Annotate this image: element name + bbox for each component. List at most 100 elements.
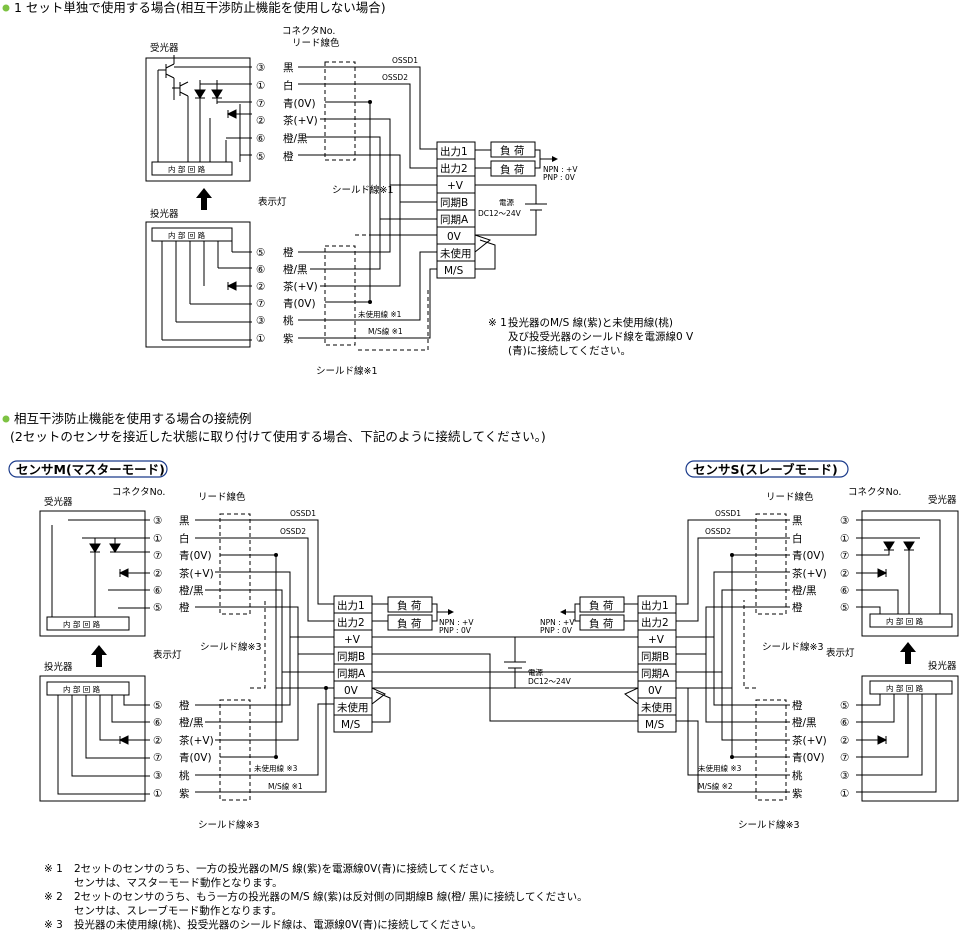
terminal-label: 未使用 [641,701,673,714]
terminal-label: +V [648,634,665,646]
shield-label: シールド線※3 [200,641,262,653]
rx-wire-rows: ③ 黒 ① 白 ⑦ 青(0V) ② 茶(+V) ⑥ 橙/黒 ⑤ 橙 [256,62,318,163]
wire-color: 茶(+V) [792,734,827,747]
terminal-label: 出力2 [641,616,669,629]
npn-label: NPN : +V [540,618,575,627]
wire-color: 橙/黒 [179,716,204,729]
wire-color: 橙/黒 [179,584,204,597]
wire-color: 白 [792,532,803,545]
terminal-label: 同期B [337,651,365,663]
shield-label: シールド線※3 [762,641,824,653]
wire-no: ⑦ [256,98,265,110]
master-label: センサM(マスターモード) [16,462,165,477]
master-tx-internal [57,695,150,795]
power-label: 電源 [499,198,514,207]
wire-no: ⑥ [840,717,849,729]
note-line: 2セットのセンサのうち、一方の投光器のM/S 線(紫)を電源線0V(青)に接続し… [74,862,500,875]
power-wires [475,184,547,236]
internal-circuit-text: 内 部 回 路 [886,683,924,693]
power-voltage: DC12〜24V [478,209,522,218]
wire-color: 桃 [179,769,190,782]
terminal-label: 未使用 [440,247,472,260]
rx-stub-wires [162,66,252,341]
receiver-label: 受光器 [150,42,179,54]
internal-circuit-srx [869,613,953,628]
connector-no-label: コネクタNo. [112,487,165,498]
master-wires [195,519,334,793]
wire-no: ⑤ [153,602,162,614]
indicator-label: 表示灯 [258,196,287,208]
junction-dot [274,553,278,557]
wire-color: 紫 [792,788,803,800]
unused-wire-label: 未使用線 ※1 [358,309,402,319]
load-label: 負 荷 [397,600,421,612]
wire-color: 青(0V) [179,751,212,764]
internal-circuit-text: 内 部 回 路 [63,684,101,694]
load-label: 負 荷 [397,618,421,630]
terminal-label: +V [344,634,361,646]
wire-color: 茶(+V) [283,280,318,293]
emitter-label: 投光器 [44,661,73,673]
junction-dot [274,755,278,759]
terminal-label: 同期A [440,214,469,226]
master-tx-wire-rows: ⑤ 橙 ⑥ 橙/黒 ② 茶(+V) ⑦ 青(0V) ③ 桃 ① 紫 [153,699,214,800]
unused-loop [371,687,391,723]
shield-wire [743,513,787,801]
terminal-label: 出力1 [440,145,468,158]
terminal-label: 同期B [641,651,669,663]
shield-wire [324,245,356,346]
terminal-label: 同期A [641,668,670,680]
internal-circuit-stx [869,680,953,695]
load-box [579,614,625,631]
wire-no: ⑤ [153,700,162,712]
internal-circuit-text: 内 部 回 路 [63,619,101,629]
wire-no: ② [256,281,265,293]
up-arrow-icon [196,188,212,210]
power-label: 電源 [528,668,543,677]
master-rx-internal [51,519,150,617]
slave-rx-internal [856,519,941,614]
indicator-label: 表示灯 [826,647,855,659]
junction-dot [368,100,372,104]
bullet-icon [2,4,10,12]
wire-color: 橙 [283,150,294,163]
terminal-label: 0V [344,685,359,697]
wire-no: ① [840,533,849,545]
terminal-label: 出力2 [440,162,468,175]
slave-label: センサS(スレーブモード) [693,462,838,477]
wire-color: 黒 [283,62,294,74]
tx-internal-wires [161,241,233,340]
npn-label: NPN : +V [439,618,474,627]
wire-no: ⑤ [840,602,849,614]
wire-color: 茶(+V) [179,567,214,580]
slave-emitter-box [861,675,959,802]
ossd1-label: OSSD1 [715,509,741,518]
npn-label: NPN : +V [543,165,578,174]
shield-label-2: シールド線※1 [316,365,378,377]
wire-no: ① [840,788,849,800]
wire-color: 紫 [179,788,190,800]
load-label: 負 荷 [500,164,524,176]
wire-no: ③ [256,62,265,74]
shield-wire [219,513,266,801]
wire-color: 紫 [283,333,294,345]
wire-no: ③ [153,770,162,782]
internal-circuit-tx [151,227,233,242]
arrow-icon [552,156,558,162]
wire-no: ① [153,533,162,545]
note-line: 及び投受光器のシールド線を電源線0 V [508,330,694,343]
wire-no: ② [840,735,849,747]
arrow-icon [560,609,566,615]
slave-rx-wire-rows: 黒 ③ 白 ① 青(0V) ⑦ 茶(+V) ② 橙/黒 ⑥ 橙 ⑤ [792,515,849,614]
wire-color: 青(0V) [283,97,316,110]
wire-no: ⑥ [256,264,265,276]
wire-no: ③ [256,315,265,327]
unused-wire-label: 未使用線 ※3 [698,763,742,773]
wire-color: 桃 [792,769,803,782]
wire-no: ⑦ [153,550,162,562]
wire-no: ③ [840,515,849,527]
wire-color: 黒 [179,515,190,527]
load-box [387,614,433,631]
ossd2-label: OSSD2 [382,73,408,82]
